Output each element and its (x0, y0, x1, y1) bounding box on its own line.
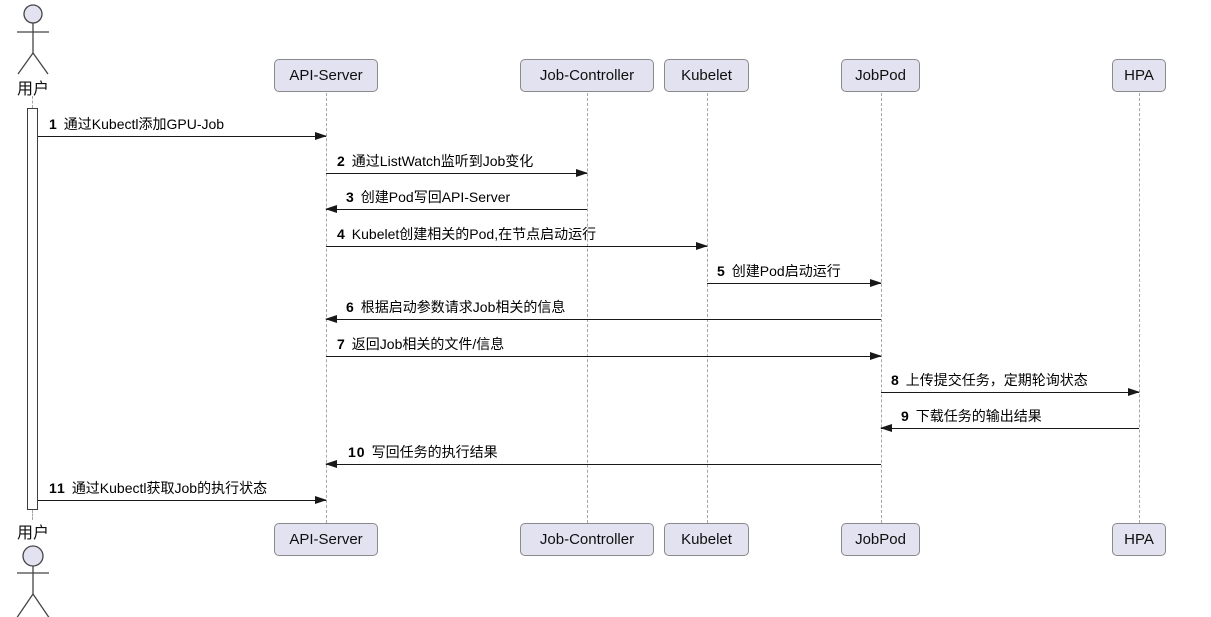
arrow-right (881, 388, 1140, 396)
lifeline-kubelet (707, 93, 708, 523)
arrow-left (325, 315, 881, 323)
message-number: 2 (337, 152, 346, 169)
participant-api-server-bottom: API-Server (274, 523, 378, 556)
participant-api-server-top: API-Server (274, 59, 378, 92)
arrow-left (880, 424, 1139, 432)
user-actor-icon (17, 4, 49, 75)
message-number: 1 (49, 115, 58, 132)
arrow-right (326, 242, 708, 250)
arrow-left (325, 460, 881, 468)
message-1: 1 通过Kubectl添加GPU-Job (38, 115, 327, 140)
lifeline-api-server (326, 93, 327, 523)
message-number: 8 (891, 371, 900, 388)
message-text: 返回Job相关的文件/信息 (351, 335, 505, 352)
message-7: 7 返回Job相关的文件/信息 (326, 335, 882, 360)
message-text: 创建Pod启动运行 (731, 262, 841, 279)
message-8: 8 上传提交任务，定期轮询状态 (881, 371, 1140, 396)
lifeline-job-controller (587, 93, 588, 523)
message-text: 通过ListWatch监听到Job变化 (351, 152, 534, 169)
message-text: 创建Pod写回API-Server (360, 188, 511, 205)
actor-label-top: 用户 (16, 81, 49, 98)
participant-job-controller-top: Job-Controller (520, 59, 654, 92)
arrow-right (38, 132, 327, 140)
participant-job-controller-bottom: Job-Controller (520, 523, 654, 556)
message-number: 3 (346, 188, 355, 205)
arrow-right (326, 169, 588, 177)
message-text: 通过Kubectl添加GPU-Job (63, 115, 225, 132)
message-number: 7 (337, 335, 346, 352)
message-11: 11 通过Kubectl获取Job的执行状态 (38, 479, 327, 504)
message-2: 2 通过ListWatch监听到Job变化 (326, 152, 588, 177)
message-9: 9 下载任务的输出结果 (880, 407, 1139, 432)
arrow-left (325, 205, 587, 213)
message-text: 下载任务的输出结果 (915, 407, 1042, 424)
message-10: 10 写回任务的执行结果 (325, 443, 881, 468)
activation-bar-user (27, 108, 38, 510)
lifeline-user-bottom (32, 510, 33, 520)
actor-label-bottom: 用户 (16, 525, 49, 542)
arrow-right (38, 496, 327, 504)
participant-jobpod-bottom: JobPod (841, 523, 920, 556)
message-5: 5 创建Pod启动运行 (707, 262, 882, 287)
arrow-right (326, 352, 882, 360)
message-4: 4 Kubelet创建相关的Pod,在节点启动运行 (326, 225, 708, 250)
message-text: 通过Kubectl获取Job的执行状态 (71, 479, 268, 496)
message-number: 10 (348, 443, 366, 460)
message-number: 5 (717, 262, 726, 279)
arrow-right (707, 279, 882, 287)
message-3: 3 创建Pod写回API-Server (325, 188, 587, 213)
lifeline-user-top (32, 96, 33, 108)
lifeline-hpa (1139, 93, 1140, 523)
message-text: 写回任务的执行结果 (371, 443, 498, 460)
lifeline-jobpod (881, 93, 882, 523)
participant-kubelet-bottom: Kubelet (664, 523, 749, 556)
message-text: 根据启动参数请求Job相关的信息 (360, 298, 566, 315)
participant-jobpod-top: JobPod (841, 59, 920, 92)
message-number: 6 (346, 298, 355, 315)
message-number: 11 (49, 479, 66, 496)
message-number: 9 (901, 407, 910, 424)
message-text: 上传提交任务，定期轮询状态 (905, 371, 1088, 388)
participant-hpa-bottom: HPA (1112, 523, 1166, 556)
message-6: 6 根据启动参数请求Job相关的信息 (325, 298, 881, 323)
user-actor-icon-bottom (16, 545, 50, 617)
participant-hpa-top: HPA (1112, 59, 1166, 92)
message-text: Kubelet创建相关的Pod,在节点启动运行 (351, 225, 597, 242)
message-number: 4 (337, 225, 346, 242)
participant-kubelet-top: Kubelet (664, 59, 749, 92)
